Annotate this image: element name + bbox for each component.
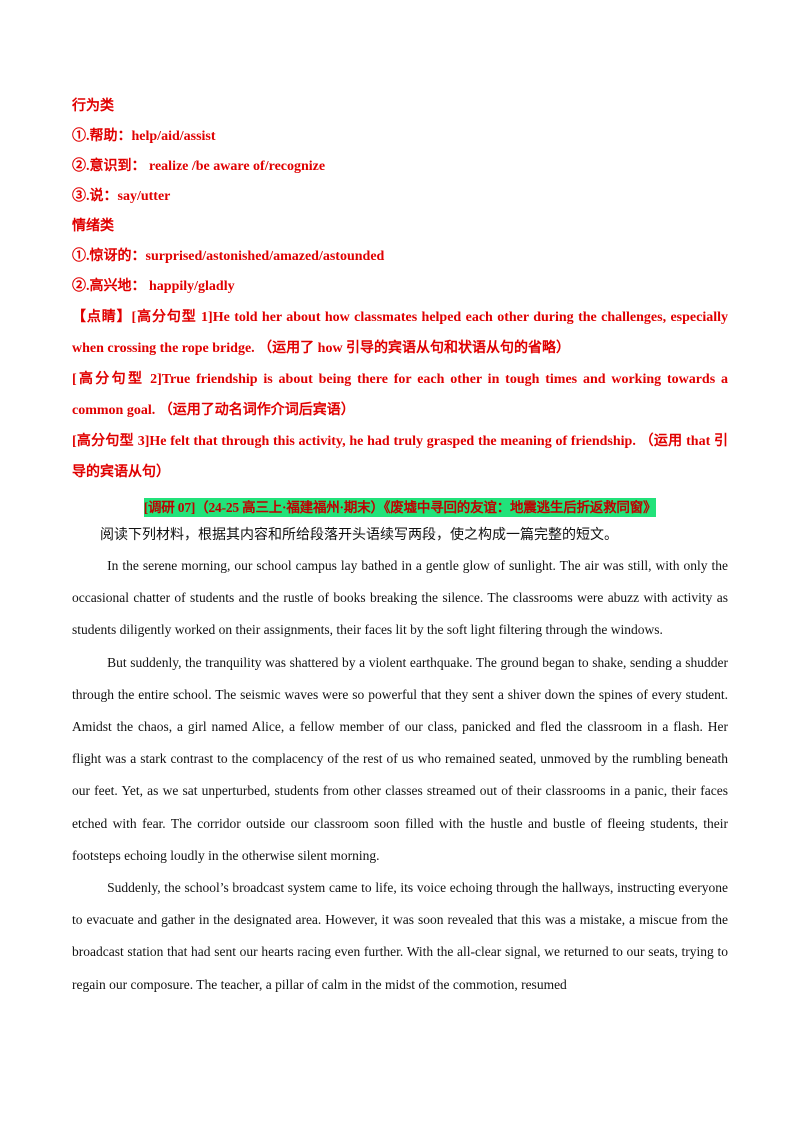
key-sentence-note: [高分句型 2]True friendship is about being t… bbox=[72, 372, 728, 418]
exercise-title: [调研 07]（24-25 高三上·福建福州·期末）《废墟中寻回的友谊：地震逃生… bbox=[143, 498, 657, 517]
passage-paragraph: But suddenly, the tranquility was shatte… bbox=[72, 654, 728, 863]
section-heading-behavior: 行为类 bbox=[72, 99, 114, 114]
passage-paragraph: Suddenly, the school’s broadcast system … bbox=[72, 880, 728, 992]
key-sentence-note: 【点睛】[高分句型 1]He told her about how classm… bbox=[72, 310, 728, 356]
vocab-item: ①.惊讶的：surprised/astonished/amazed/astoun… bbox=[72, 249, 385, 264]
section-heading-emotion: 情绪类 bbox=[72, 219, 114, 234]
document-page: 行为类 ①.帮助：help/aid/assist ②.意识到： realize … bbox=[72, 92, 728, 1001]
exercise-title-row: [调研 07]（24-25 高三上·福建福州·期末）《废墟中寻回的友谊：地震逃生… bbox=[72, 494, 728, 522]
vocab-item: ②.意识到： realize /be aware of/recognize bbox=[72, 159, 326, 174]
vocab-item: ①.帮助：help/aid/assist bbox=[72, 129, 216, 144]
vocab-item: ③.说：say/utter bbox=[72, 189, 171, 204]
passage-paragraph: In the serene morning, our school campus… bbox=[72, 558, 728, 638]
vocab-item: ②.高兴地： happily/gladly bbox=[72, 279, 235, 294]
exercise-instruction: 阅读下列材料，根据其内容和所给段落开头语续写两段，使之构成一篇完整的短文。 bbox=[100, 528, 618, 543]
key-sentence-note: [高分句型 3]He felt that through this activi… bbox=[72, 434, 728, 480]
